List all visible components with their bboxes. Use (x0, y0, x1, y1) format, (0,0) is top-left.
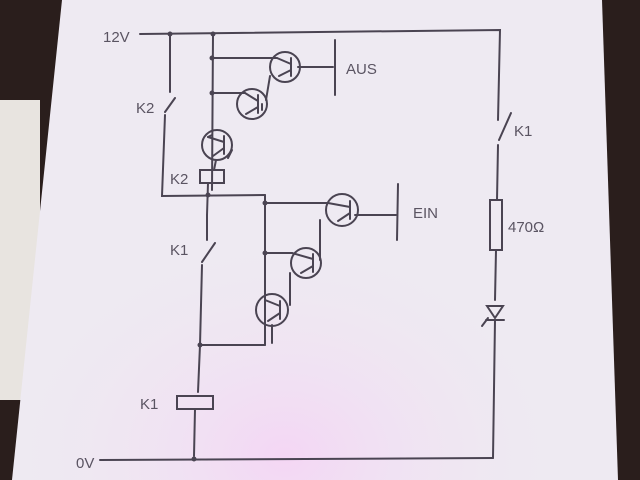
coil-k2-label: K2 (170, 171, 188, 188)
relay-coil-k2 (199, 169, 225, 184)
ground-label: 0V (76, 455, 94, 472)
coil-k1-label: K1 (140, 396, 158, 413)
transistor-icon (269, 51, 301, 83)
wiring (99, 28, 512, 462)
resistor-470 (489, 199, 503, 251)
switch-k1-right-label: K1 (514, 123, 532, 140)
transistor-icon (290, 247, 322, 279)
transistors (201, 51, 359, 327)
switch-k1-left-label: K1 (170, 242, 188, 259)
supply-label: 12V (103, 29, 130, 46)
switch-k2-label: K2 (136, 100, 154, 117)
button-ein-label: EIN (413, 205, 438, 222)
transistor-icon (236, 88, 268, 120)
transistor-icon (325, 193, 359, 227)
transistor-icon (255, 293, 289, 327)
transistor-icon (201, 129, 233, 161)
button-aus-label: AUS (346, 61, 377, 78)
light-glare (12, 0, 618, 480)
resistor-label: 470Ω (508, 219, 544, 236)
